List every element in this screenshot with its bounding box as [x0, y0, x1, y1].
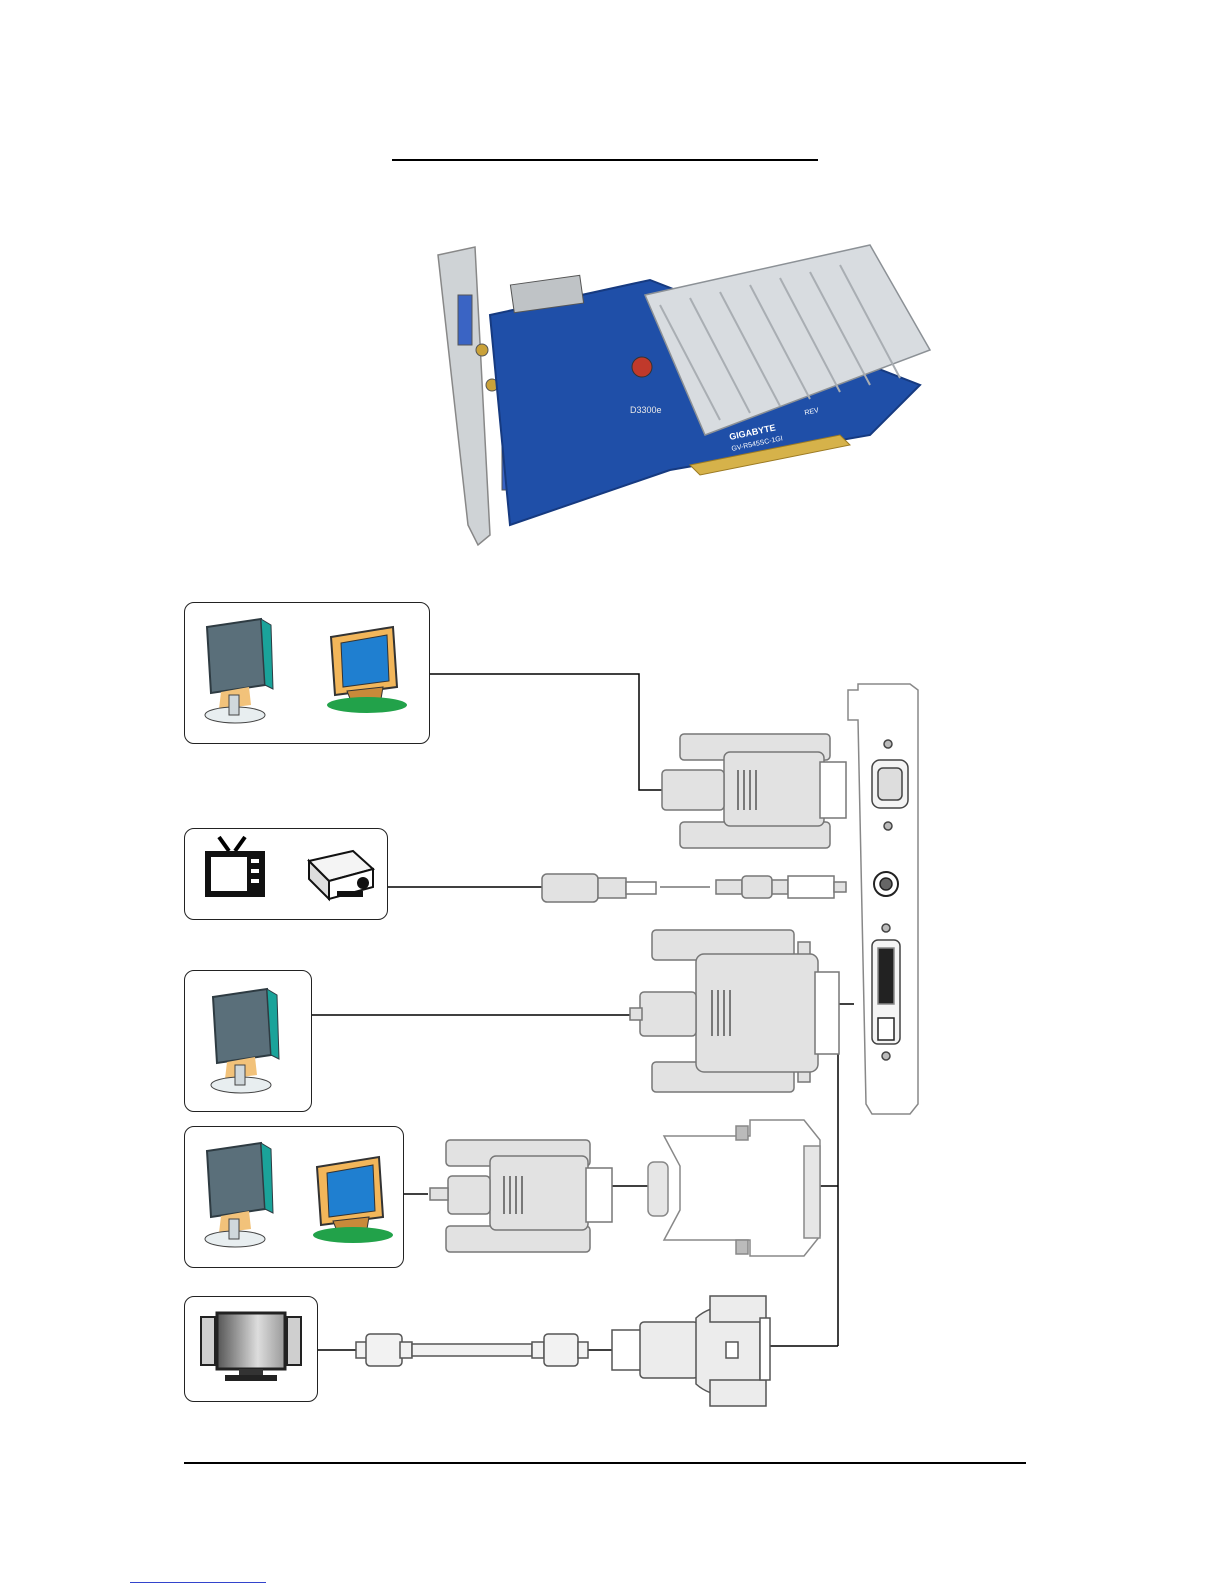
device-box-hdmi [184, 1296, 318, 1402]
crt-monitor-icon [303, 1155, 393, 1245]
chip-label: D3300e [630, 405, 662, 415]
lcd-tv-icon [199, 1309, 303, 1389]
hdmi-cable [356, 1334, 588, 1366]
vga-connector [662, 734, 846, 848]
crt-monitor-icon [317, 625, 407, 715]
dvi-connector [630, 930, 839, 1092]
device-box-vga [184, 602, 430, 744]
television-icon [201, 833, 271, 903]
device-box-dvi [184, 970, 312, 1112]
header-rule [392, 159, 818, 161]
svideo-cable [542, 874, 846, 902]
footer-link-underline[interactable] [130, 1582, 266, 1583]
hdmi-to-dvi-adapter [612, 1296, 770, 1406]
vga-connector-row4 [430, 1140, 612, 1252]
dvi-to-vga-adapter [648, 1120, 820, 1256]
projector-icon [303, 847, 379, 905]
graphics-card-photo: D3300e GIGABYTE GV-R545SC-1GI REV [420, 235, 950, 550]
device-box-svideo [184, 828, 388, 920]
device-box-dvi-to-vga [184, 1126, 404, 1268]
lcd-monitor-icon [199, 1141, 279, 1251]
lcd-monitor-icon [205, 987, 285, 1097]
footer-rule [184, 1462, 1026, 1464]
card-bracket [848, 684, 918, 1114]
lcd-monitor-icon [199, 617, 279, 727]
